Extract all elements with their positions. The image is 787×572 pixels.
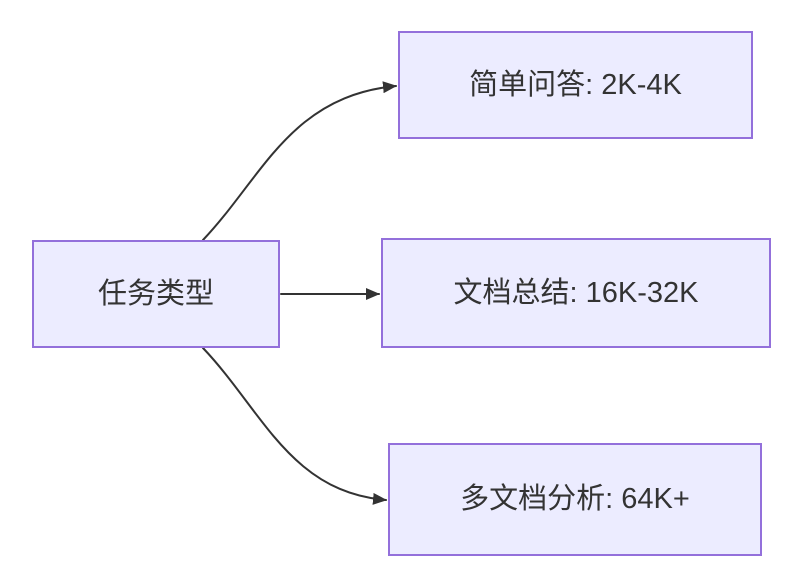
node-multi-doc: 多文档分析: 64K+ <box>388 443 762 556</box>
node-doc-summary-label: 文档总结: 16K-32K <box>453 276 699 309</box>
node-task-type: 任务类型 <box>32 240 280 348</box>
edge-task-type-to-simple-qa <box>202 81 397 241</box>
edge-task-type-to-multi-doc <box>202 347 387 505</box>
node-multi-doc-label: 多文档分析: 64K+ <box>460 483 690 516</box>
node-simple-qa-label: 简单问答: 2K-4K <box>469 68 682 101</box>
node-doc-summary: 文档总结: 16K-32K <box>381 238 771 348</box>
node-task-type-label: 任务类型 <box>97 277 214 310</box>
node-simple-qa: 简单问答: 2K-4K <box>398 31 753 139</box>
